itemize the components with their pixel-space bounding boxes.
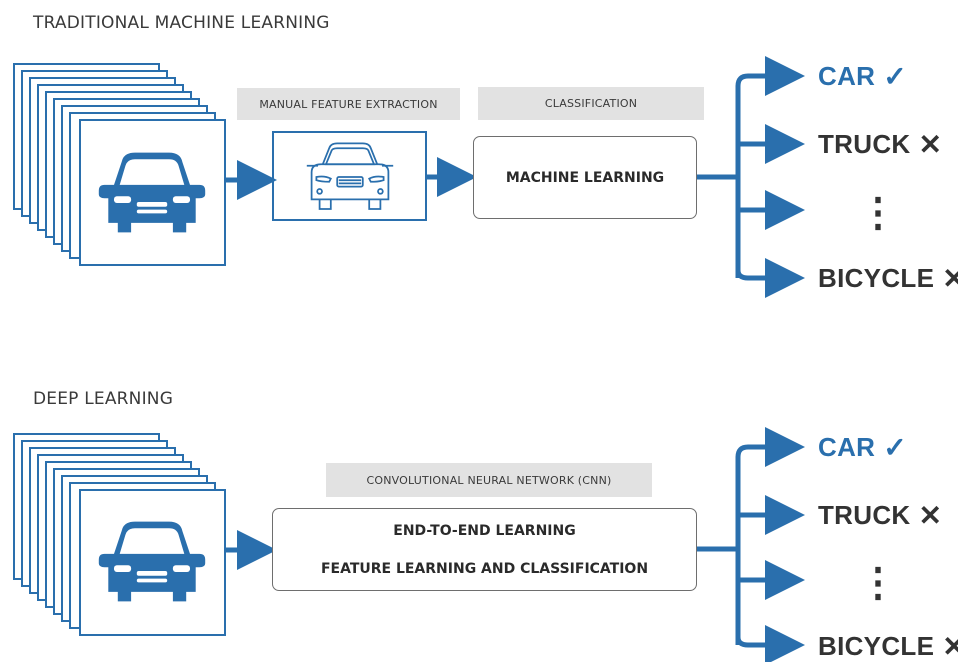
vertical-ellipsis-icon: ⋮ [858,191,899,235]
end-to-end-box: END-TO-END LEARNING FEATURE LEARNING AND… [272,508,697,591]
check-icon: ✓ [883,432,907,463]
output-truck: TRUCK ✕ [818,499,942,532]
output-fanout-top [697,56,805,298]
traditional-ml-title: TRADITIONAL MACHINE LEARNING [33,13,330,33]
arrow-right-icon [226,157,477,200]
machine-learning-label: MACHINE LEARNING [505,169,665,186]
output-fanout-bottom [697,427,805,662]
output-label: BICYCLE [818,631,935,661]
cnn-tag: CONVOLUTIONAL NEURAL NETWORK (CNN) [326,463,652,497]
output-truck: TRUCK ✕ [818,128,942,161]
vertical-ellipsis-icon: ⋮ [858,561,899,605]
cross-icon: ✕ [918,129,943,160]
output-car: CAR ✓ [818,60,907,93]
output-label: TRUCK [818,129,911,159]
image-stack-icon [13,63,226,266]
manual-feature-extraction-tag: MANUAL FEATURE EXTRACTION [237,88,460,120]
feature-learning-label: FEATURE LEARNING AND CLASSIFICATION [320,560,649,577]
end-to-end-label: END-TO-END LEARNING [393,522,576,539]
output-car: CAR ✓ [818,431,907,464]
image-stack-icon [13,433,226,636]
check-icon: ✓ [883,61,907,92]
cross-icon: ✕ [918,500,943,531]
deep-learning-title: DEEP LEARNING [33,389,174,409]
output-bicycle: BICYCLE ✕ [818,630,958,663]
feature-extraction-box [272,131,427,221]
output-bicycle: BICYCLE ✕ [818,262,958,295]
output-label: CAR [818,61,876,91]
output-label: CAR [818,432,876,462]
cross-icon: ✕ [942,631,958,662]
machine-learning-box: MACHINE LEARNING [473,136,697,219]
output-label: BICYCLE [818,263,935,293]
classification-tag: CLASSIFICATION [478,87,704,120]
cross-icon: ✕ [942,263,958,294]
output-label: TRUCK [818,500,911,530]
